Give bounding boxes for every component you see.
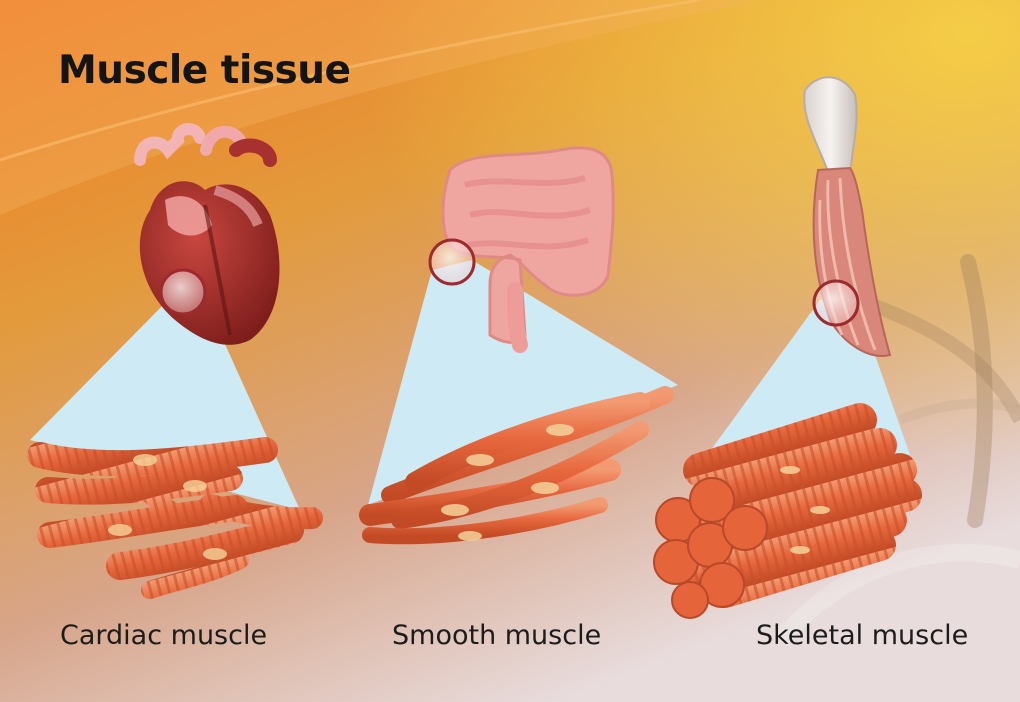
zoom-cone	[368, 260, 678, 505]
tendon-muscle-icon	[803, 76, 892, 357]
smooth-fibers	[359, 386, 674, 545]
skeletal-muscle-label: Skeletal muscle	[756, 620, 969, 651]
skeletal-panel	[653, 76, 922, 619]
cardiac-fibers	[27, 437, 323, 599]
intestine-icon	[428, 146, 615, 353]
smooth-muscle-label: Smooth muscle	[392, 620, 602, 651]
heart-icon	[134, 123, 280, 345]
cardiac-panel	[27, 123, 323, 599]
page-title: Muscle tissue	[58, 48, 351, 93]
smooth-panel	[359, 146, 678, 545]
cardiac-muscle-label: Cardiac muscle	[60, 620, 268, 651]
skeletal-fibers	[653, 403, 922, 619]
